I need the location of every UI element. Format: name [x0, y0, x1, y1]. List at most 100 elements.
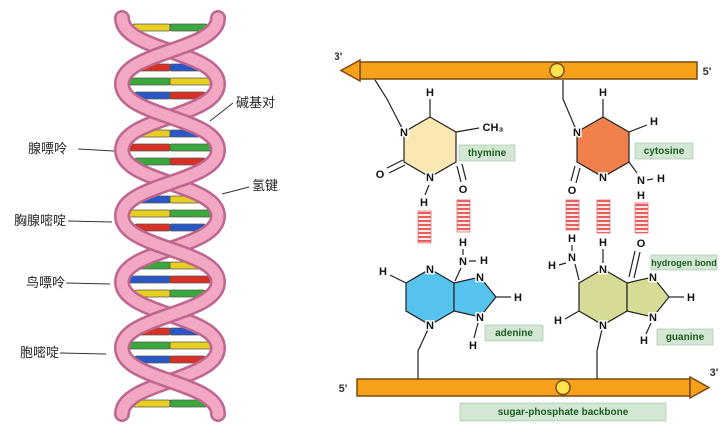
atom-H: H [379, 266, 387, 278]
backbone-bar [356, 378, 691, 397]
atom-N: N [426, 264, 434, 276]
atom-O: O [376, 169, 385, 181]
phosphate-icon [549, 62, 565, 79]
base-pair-rung [134, 289, 206, 298]
label-thymine: 胸腺嘧啶 [14, 213, 66, 228]
atom-H: H [480, 255, 488, 267]
phosphate-icon [555, 379, 571, 396]
base-pair-rung [132, 399, 208, 408]
hydrogen-bond-label: hydrogen bond [651, 258, 717, 268]
atom-H: H [514, 292, 522, 304]
atom-CH3: CH₃ [483, 122, 504, 134]
adenine-backbone-bond [417, 324, 431, 379]
atom-N: N [599, 264, 607, 276]
hydrogen-bond-bar [596, 199, 611, 234]
atom-H: H [640, 335, 648, 347]
label-guanine: 鸟嘌呤 [26, 275, 65, 290]
base-pair-rung [132, 23, 208, 32]
atom-N: N [459, 256, 467, 268]
adenine-structure: N N N N H H H adenine [378, 263, 544, 379]
atom-H: H [650, 116, 658, 128]
atom-N: N [649, 272, 657, 284]
base-pair-rung [127, 77, 213, 86]
cytosine-backbone-bond [562, 80, 578, 133]
label-hydrogen-bond: 氢键 [252, 178, 278, 193]
atom-H: H [657, 173, 665, 185]
atom-H: H [459, 237, 467, 249]
atom-O: O [568, 185, 577, 197]
dna-strand-2 [113, 10, 227, 422]
base-pair-rung [134, 355, 206, 364]
top-backbone-strand: 3' 5' [335, 51, 712, 83]
cytosine-ring [576, 116, 630, 178]
atom-O: O [637, 238, 646, 250]
atom-H: H [687, 292, 695, 304]
atom-H: H [599, 87, 607, 99]
cytosine-label-box [634, 142, 694, 160]
end-label-5prime-bottom: 5' [339, 383, 348, 395]
backbone-bar [359, 61, 698, 80]
atom-H: H [426, 87, 434, 99]
base-pairing-diagram: 3' 5' 5' 3' sugar-phosphate backbone H C… [335, 51, 719, 422]
base-pair-rung [127, 341, 213, 350]
dna-strand-1 [113, 10, 227, 422]
thymine-structure: H CH₃ O O N N H thymine [374, 79, 516, 211]
adenine-hexagon-ring [405, 268, 455, 326]
base-pair-rung [127, 143, 213, 152]
label-adenine: 腺嘌呤 [28, 141, 67, 156]
backbone-label-box [459, 402, 667, 422]
atom-N: N [599, 172, 607, 184]
atom-N: N [637, 175, 645, 187]
guanine-pentagon-ring [626, 276, 670, 318]
atom-N: N [426, 172, 434, 184]
atom-N: N [568, 252, 576, 264]
thymine-backbone-bond [374, 79, 405, 133]
cytosine-label: cytosine [644, 146, 685, 157]
leader-line-thymine [67, 220, 113, 223]
backbone-label: sugar-phosphate backbone [498, 407, 629, 418]
cytosine-structure: H H N N O N H H cytosine [562, 80, 694, 204]
atom-N: N [400, 127, 408, 139]
adenine-label-box [484, 324, 544, 342]
adenine-label: adenine [495, 328, 533, 339]
dna-helix-illustration: 碱基对 腺嘌呤 氢键 胸腺嘧啶 鸟嘌呤 胞嘧啶 [14, 10, 278, 422]
hydrogen-bond-bar [417, 210, 432, 244]
leader-line-base-pair [209, 102, 234, 122]
bottom-backbone-strand: 5' 3' sugar-phosphate backbone [339, 367, 719, 422]
atom-H: H [568, 233, 576, 245]
guanine-hexagon-ring [578, 268, 628, 326]
leader-line-guanine [65, 282, 111, 285]
guanine-label: guanine [666, 332, 705, 343]
atom-O: O [459, 184, 468, 196]
atom-N: N [476, 312, 484, 324]
end-label-3prime-top: 3' [335, 51, 343, 63]
atom-N: N [573, 127, 581, 139]
atom-H: H [420, 197, 428, 209]
thymine-ring [403, 116, 457, 178]
base-pair-rung [134, 223, 206, 232]
thymine-label: thymine [468, 148, 507, 159]
atom-H: H [554, 315, 562, 327]
hydrogen-bond-bar [634, 202, 649, 234]
guanine-backbone-bond [596, 324, 604, 379]
base-pair-rung [127, 209, 213, 218]
cg-hydrogen-bonds: H N H H O hydrogen bond [547, 199, 718, 281]
backbone-arrow-left-icon [339, 58, 361, 83]
base-pair-rung [134, 91, 206, 100]
end-label-5prime-top: 5' [703, 66, 712, 78]
atom-N: N [599, 320, 607, 332]
backbone-arrow-right-icon [689, 375, 711, 400]
hydrogen-bond-label-box [650, 254, 718, 271]
label-cytosine: 胞嘧啶 [20, 345, 59, 360]
leader-line-adenine [77, 148, 115, 152]
label-base-pair: 碱基对 [236, 95, 275, 110]
ta-hydrogen-bonds: H N H [417, 199, 490, 282]
guanine-structure: N N N N H H H guanine [553, 263, 714, 379]
atom-H: H [548, 260, 556, 272]
hydrogen-bond-bar [456, 199, 471, 233]
atom-N: N [426, 320, 434, 332]
helix-annotations: 碱基对 腺嘌呤 氢键 胸腺嘧啶 鸟嘌呤 胞嘧啶 [14, 95, 278, 360]
adenine-pentagon-ring [453, 276, 497, 318]
hydrogen-bond-bar [565, 199, 580, 231]
